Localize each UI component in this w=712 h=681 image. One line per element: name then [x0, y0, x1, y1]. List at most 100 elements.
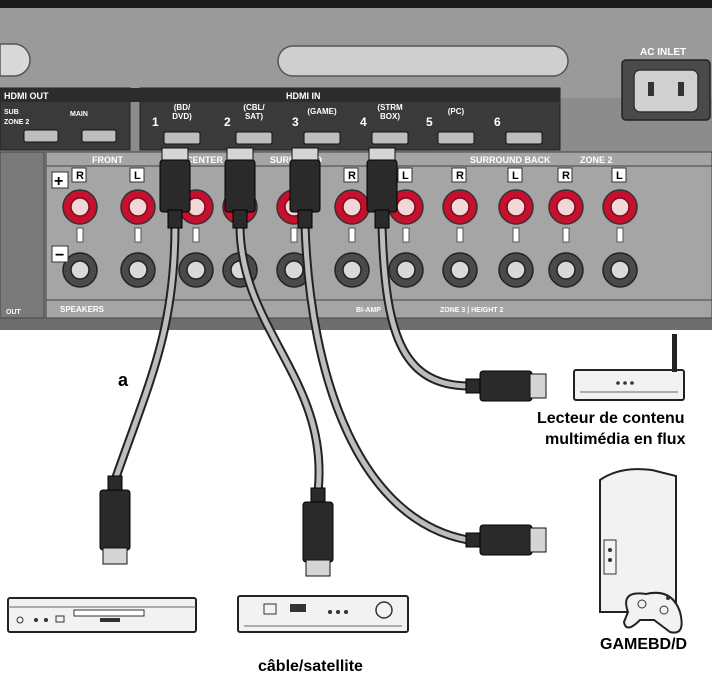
streaming-player-label-line1: Lecteur de contenu: [537, 410, 685, 427]
hdmi-in-name-1-line1: (BD/: [174, 103, 191, 112]
speaker-terminal-negative-core-1: [128, 260, 148, 280]
channel-letter-box-7: [507, 167, 523, 183]
ac-inlet-label: AC INLET: [640, 47, 686, 58]
sub-label: SUB: [4, 109, 19, 116]
hdmi-in-name-2-line2: SAT): [245, 112, 263, 121]
terminal-link-6: [402, 227, 410, 243]
plus-sign-box: [51, 171, 69, 189]
hdmi-in-port-3[interactable]: [303, 131, 341, 145]
hdmi-section: [0, 87, 561, 151]
hdmi-in-number-4: 4: [360, 115, 367, 129]
channel-letter-box-6: [451, 167, 467, 183]
bd-dvd-player: [7, 597, 197, 633]
speaker-group-label-0: FRONT: [92, 155, 123, 165]
hdmi-out-main-port[interactable]: [81, 129, 117, 143]
cable-satellite-label: câble/satellite: [258, 658, 363, 675]
channel-letter-box-1: [129, 167, 145, 183]
bd-dvd-cable-plug: [99, 475, 131, 565]
zone-label: ZONE 2: [4, 119, 29, 126]
speaker-terminal-positive-core-6: [396, 197, 416, 217]
hdmi-in-port-4[interactable]: [371, 131, 409, 145]
speaker-group-label-1: CENTER: [186, 155, 224, 165]
hdmi-in-number-1: 1: [152, 115, 159, 129]
hdmi-in-port-1[interactable]: [163, 131, 201, 145]
hdmi-out-sub-port[interactable]: [23, 129, 59, 143]
game-cable-plug: [465, 524, 547, 556]
hdmi-plug-4: [366, 147, 398, 229]
terminal-link-0: [76, 227, 84, 243]
cable-sat-cable-plug: [302, 487, 334, 577]
channel-letter-0: R: [76, 170, 84, 182]
speaker-terminal-positive-core-8: [506, 197, 526, 217]
channel-letter-box-8: [557, 167, 573, 183]
minus-sign: −: [55, 247, 64, 264]
speaker-group-label-5: ZONE 2: [580, 155, 613, 165]
speaker-terminal-negative-core-10: [610, 260, 630, 280]
speaker-terminal-negative-core-8: [506, 260, 526, 280]
hdmi-in-name-5: (PC): [448, 107, 465, 116]
hdmi-in-number-2: 2: [224, 115, 231, 129]
channel-letter-box-0: [71, 167, 87, 183]
speaker-group-label-4: SURROUND BACK: [470, 155, 551, 165]
speaker-terminal-positive-core-9: [556, 197, 576, 217]
speaker-terminal-positive-core-0: [70, 197, 90, 217]
channel-letter-6: R: [456, 170, 464, 182]
channel-letter-box-5: [397, 167, 413, 183]
speakers-label: SPEAKERS: [60, 305, 105, 314]
out-label: OUT: [6, 309, 22, 316]
hdmi-in-port-6[interactable]: [505, 131, 543, 145]
bi-amp-label: BI-AMP: [356, 307, 381, 314]
hdmi-in-name-2-line1: (CBL/: [243, 103, 265, 112]
hdmi-in-number-5: 5: [426, 115, 433, 129]
channel-letter-5: L: [402, 170, 409, 182]
game-console: [599, 468, 683, 634]
hdmi-in-name-4-line2: BOX): [380, 112, 400, 121]
speaker-terminal-positive-core-1: [128, 197, 148, 217]
speaker-terminal-negative-core-6: [396, 260, 416, 280]
hdmi-cables: [110, 220, 473, 545]
terminal-link-4: [290, 227, 298, 243]
channel-letter-8: R: [562, 170, 570, 182]
hdmi-in-number-3: 3: [292, 115, 299, 129]
cable-label-a: a: [118, 370, 129, 390]
terminal-link-2: [192, 227, 200, 243]
terminal-link-5: [348, 227, 356, 243]
terminal-link-1: [134, 227, 142, 243]
plus-sign: +: [54, 173, 63, 190]
terminal-link-10: [616, 227, 624, 243]
main-label: MAIN: [70, 111, 88, 118]
speaker-terminal-negative-core-9: [556, 260, 576, 280]
hdmi-input-ports: 1(BD/DVD)2(CBL/SAT)3(GAME)4(STRMBOX)5(PC…: [152, 103, 543, 145]
hdmi-in-name-3: (GAME): [307, 107, 337, 116]
channel-letter-9: L: [616, 170, 623, 182]
game-console-label: GAMEBD/D: [600, 636, 688, 653]
channel-letter-box-9: [611, 167, 627, 183]
channel-letter-7: L: [512, 170, 519, 182]
channel-letter-4: R: [348, 170, 356, 182]
cable-satellite-box: [237, 595, 409, 633]
speaker-terminal-positive-core-7: [450, 197, 470, 217]
speaker-terminal-negative-core-4: [284, 260, 304, 280]
device-side-plugs: [99, 370, 547, 577]
speaker-terminal-negative-core-2: [186, 260, 206, 280]
hdmi-in-label: HDMI IN: [286, 91, 321, 101]
receiver-side-plugs: [159, 147, 398, 229]
terminal-link-8: [512, 227, 520, 243]
hdmi-plug-3: [289, 147, 321, 229]
speaker-terminal-negative-core-5: [342, 260, 362, 280]
hdmi-in-port-2[interactable]: [235, 131, 273, 145]
minus-sign-box: [51, 245, 69, 263]
hdmi-plug-2: [224, 147, 256, 229]
channel-letter-1: L: [134, 170, 141, 182]
zone3-height2-label: ZONE 3 | HEIGHT 2: [440, 307, 504, 314]
hdmi-in-number-6: 6: [494, 115, 501, 129]
hdmi-out-label: HDMI OUT: [4, 91, 49, 101]
hdmi-plug-1: [159, 147, 191, 229]
hdmi-in-port-5[interactable]: [437, 131, 475, 145]
streaming-cable-plug: [465, 370, 547, 402]
terminal-link-7: [456, 227, 464, 243]
hdmi-in-name-4-line1: (STRM: [377, 103, 403, 112]
speaker-terminal-negative-core-0: [70, 260, 90, 280]
terminal-link-9: [562, 227, 570, 243]
